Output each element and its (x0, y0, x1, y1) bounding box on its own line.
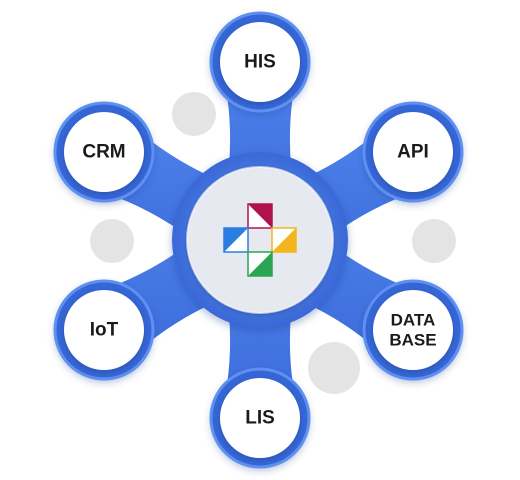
logo-triangle-left (224, 228, 248, 252)
node-crm: CRM (53, 101, 155, 203)
node-disc-lis (220, 378, 300, 458)
node-disc-database (373, 290, 453, 370)
node-label-lis: LIS (245, 408, 275, 429)
node-label-crm: CRM (82, 142, 125, 163)
decorative-circles (90, 92, 456, 394)
node-label-api: API (397, 142, 429, 163)
node-lis: LIS (209, 367, 311, 469)
logo-triangle-bottom (248, 252, 272, 276)
logo-triangle-right (272, 228, 296, 252)
decor-circle-bottom-right (308, 342, 360, 394)
decor-circle-right (412, 219, 456, 263)
node-disc-api (373, 112, 453, 192)
node-label-database-2: BASE (389, 331, 436, 350)
node-label-iot: IoT (90, 320, 119, 341)
medical-cross-logo-icon (223, 203, 297, 277)
logo-triangle-top (248, 204, 272, 228)
center-hub (172, 152, 348, 328)
node-iot: IoT (53, 279, 155, 381)
node-api: API (362, 101, 464, 203)
node-his: HIS (209, 11, 311, 113)
node-disc-crm (64, 112, 144, 192)
center-hub-disc (187, 167, 333, 313)
node-disc-iot (64, 290, 144, 370)
node-label-database-1: DATA (391, 311, 436, 330)
decor-circle-left (90, 219, 134, 263)
decor-circle-top-left (172, 92, 216, 136)
node-label-his: HIS (244, 52, 276, 73)
node-disc-his (220, 22, 300, 102)
